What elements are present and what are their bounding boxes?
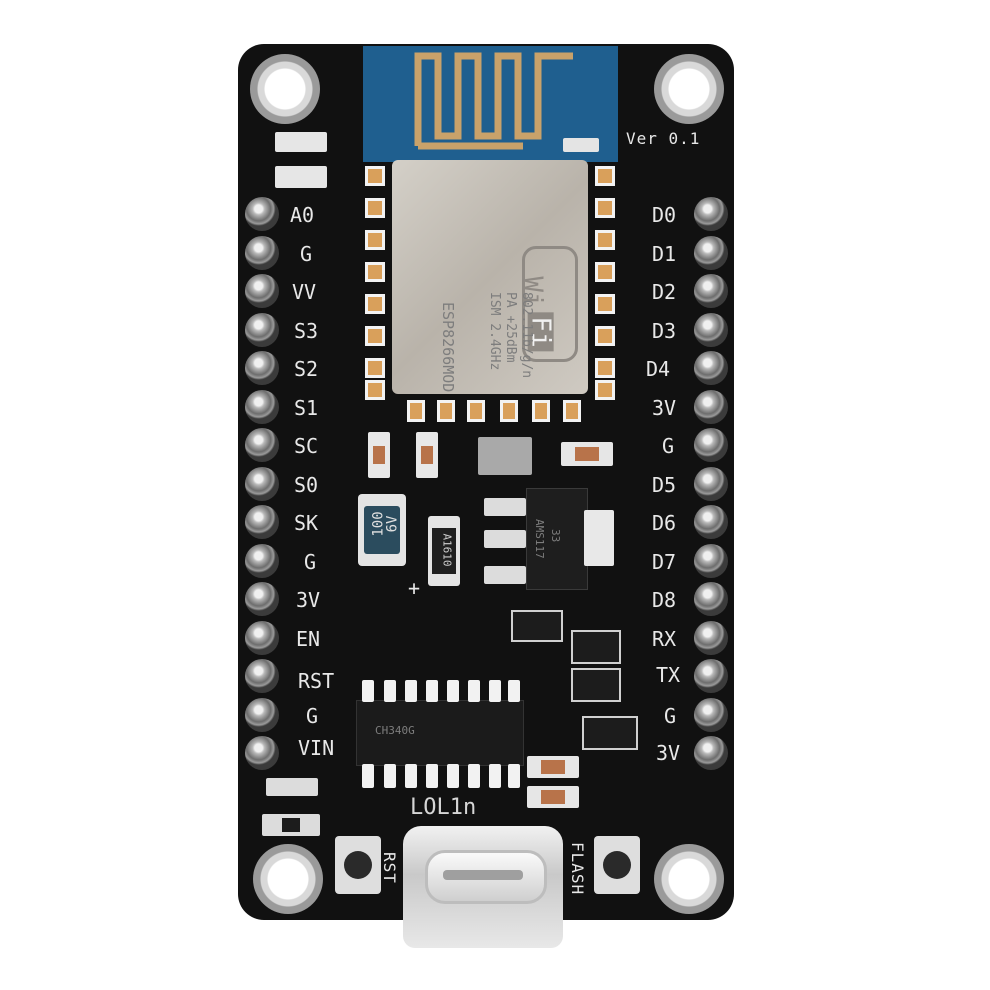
pin-label-right: RX xyxy=(652,627,677,651)
regulator-pin-2 xyxy=(484,530,526,548)
pin-label-left: SK xyxy=(294,511,319,535)
smd-component-bottom-left xyxy=(262,814,320,836)
chip-name: ESP8266MOD xyxy=(439,302,457,393)
mount-hole-top-left xyxy=(250,54,320,124)
smd-diode-bottom-left xyxy=(266,778,318,796)
pin-label-right: G xyxy=(662,434,675,458)
smd-capacitor-1 xyxy=(368,432,390,478)
mount-hole-bottom-left xyxy=(253,844,323,914)
pin-label-left: SC xyxy=(294,434,319,458)
smd-resistor-5 xyxy=(527,786,579,808)
regulator-label-2: 33 xyxy=(549,529,562,543)
transistor-1 xyxy=(511,610,563,642)
smd-resistor-4 xyxy=(527,756,579,778)
smd-capacitor-2 xyxy=(416,432,438,478)
pin-label-right: D0 xyxy=(652,203,677,227)
pin-label-right: D5 xyxy=(652,473,677,497)
pin-label-left: G xyxy=(304,550,317,574)
transistor-2 xyxy=(571,630,621,664)
pin-label-left: 3V xyxy=(296,588,321,612)
pin-label-right: D4 xyxy=(646,357,671,381)
rst-button-label: RST xyxy=(380,852,399,884)
transistor-4 xyxy=(582,716,638,750)
smd-resistor-1 xyxy=(275,132,327,152)
smd-resistor-3 xyxy=(561,442,613,466)
wifi-logo-icon: Wi Fi xyxy=(518,246,578,362)
resistor-array xyxy=(478,437,532,475)
voltage-regulator: AMS117 33 xyxy=(526,488,588,590)
pin-label-right: D8 xyxy=(652,588,677,612)
flash-button[interactable] xyxy=(594,836,640,894)
mount-hole-top-right xyxy=(654,54,724,124)
status-led xyxy=(563,138,599,152)
pin-label-left: RST xyxy=(298,669,335,693)
esp8266-metal-shield: Wi Fi ESP8266MOD ISM 2.4GHz PA +25dBm 80… xyxy=(392,160,588,394)
pin-label-left: S0 xyxy=(294,473,319,497)
pin-label-left: A0 xyxy=(290,203,315,227)
regulator-pin-3 xyxy=(484,566,526,584)
usb-chip-label: CH340G xyxy=(375,724,415,737)
pin-label-left: G xyxy=(306,704,319,728)
polarity-mark: + xyxy=(408,576,421,600)
pin-label-right: D1 xyxy=(652,242,677,266)
diode: A1610 xyxy=(428,516,460,586)
tantalum-capacitor: 100 6V xyxy=(358,494,406,566)
rst-button[interactable] xyxy=(335,836,381,894)
spec-line-3: 802.11b/g/n xyxy=(519,292,534,379)
diode-label: A1610 xyxy=(440,533,454,567)
pin-label-left: EN xyxy=(296,627,321,651)
smd-resistor-2 xyxy=(275,166,327,188)
pin-label-right: D6 xyxy=(652,511,677,535)
pin-label-right: G xyxy=(664,704,677,728)
antenna-trace-icon xyxy=(414,52,573,150)
pin-label-right: D3 xyxy=(652,319,677,343)
regulator-label-1: AMS117 xyxy=(533,519,546,559)
transistor-3 xyxy=(571,668,621,702)
mount-hole-bottom-right xyxy=(654,844,724,914)
brand-label: LOL1n xyxy=(410,795,477,820)
pin-label-right: 3V xyxy=(656,741,681,765)
spec-line-2: PA +25dBm xyxy=(503,292,518,363)
pin-label-left: S2 xyxy=(294,357,319,381)
regulator-tab xyxy=(584,510,614,566)
pin-label-right: D2 xyxy=(652,280,677,304)
flash-button-label: FLASH xyxy=(568,842,587,896)
usb-c-connector[interactable] xyxy=(403,826,563,948)
pin-label-right: 3V xyxy=(652,396,677,420)
wifi-antenna-board xyxy=(363,46,618,162)
pin-label-left: S1 xyxy=(294,396,319,420)
regulator-pin-1 xyxy=(484,498,526,516)
version-label: Ver 0.1 xyxy=(626,129,701,148)
pin-label-left: S3 xyxy=(294,319,319,343)
pin-label-right: TX xyxy=(656,663,681,687)
pin-label-left: VIN xyxy=(298,736,335,760)
pin-label-left: G xyxy=(300,242,313,266)
capacitor-label-2: 6V xyxy=(384,515,401,533)
capacitor-label-1: 100 xyxy=(370,511,387,537)
pin-label-left: VV xyxy=(292,280,317,304)
spec-line-1: ISM 2.4GHz xyxy=(487,292,502,371)
pin-label-right: D7 xyxy=(652,550,677,574)
usb-serial-chip: CH340G xyxy=(356,700,524,766)
